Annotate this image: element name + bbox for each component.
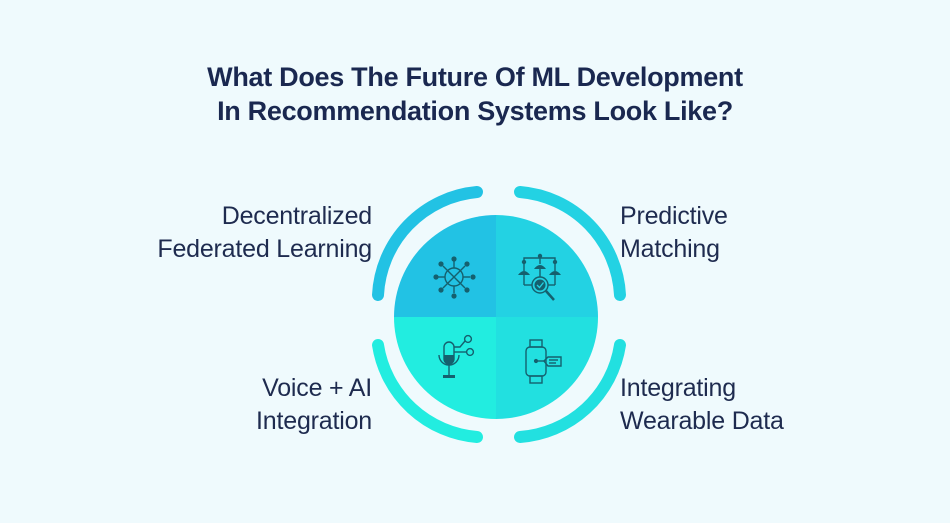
label-line: Wearable Data — [620, 407, 784, 435]
quadrant-top-left — [394, 215, 496, 317]
label-line: Decentralized — [221, 202, 372, 230]
label-integrating-wearable-data: Integrating Wearable Data — [620, 372, 784, 438]
page-title: What Does The Future Of ML Development I… — [0, 60, 950, 128]
quadrant-bottom-right — [496, 317, 598, 419]
label-line: Integration — [256, 407, 372, 435]
arc-top-left — [372, 186, 483, 301]
smartwatch-icon — [525, 339, 562, 384]
voice-microphone-icon — [438, 334, 475, 378]
quadrant-bottom-left — [394, 317, 496, 419]
label-line: Integrating — [620, 374, 736, 402]
title-line-2: In Recommendation Systems Look Like? — [217, 96, 733, 126]
predictive-matching-icon — [518, 253, 561, 301]
label-line: Matching — [620, 235, 720, 263]
arc-bottom-right — [514, 339, 626, 443]
label-line: Federated Learning — [157, 235, 372, 263]
label-voice-ai-integration: Voice + AI Integration — [256, 372, 372, 438]
arc-bottom-left — [372, 339, 483, 443]
label-line: Voice + AI — [262, 374, 372, 402]
label-line: Predictive — [620, 202, 728, 230]
label-decentralized-federated-learning: Decentralized Federated Learning — [157, 200, 372, 266]
arc-top-right — [514, 186, 626, 301]
title-line-1: What Does The Future Of ML Development — [207, 62, 743, 92]
federated-network-icon — [433, 256, 476, 299]
label-predictive-matching: Predictive Matching — [620, 200, 728, 266]
quadrant-top-right — [496, 215, 598, 317]
